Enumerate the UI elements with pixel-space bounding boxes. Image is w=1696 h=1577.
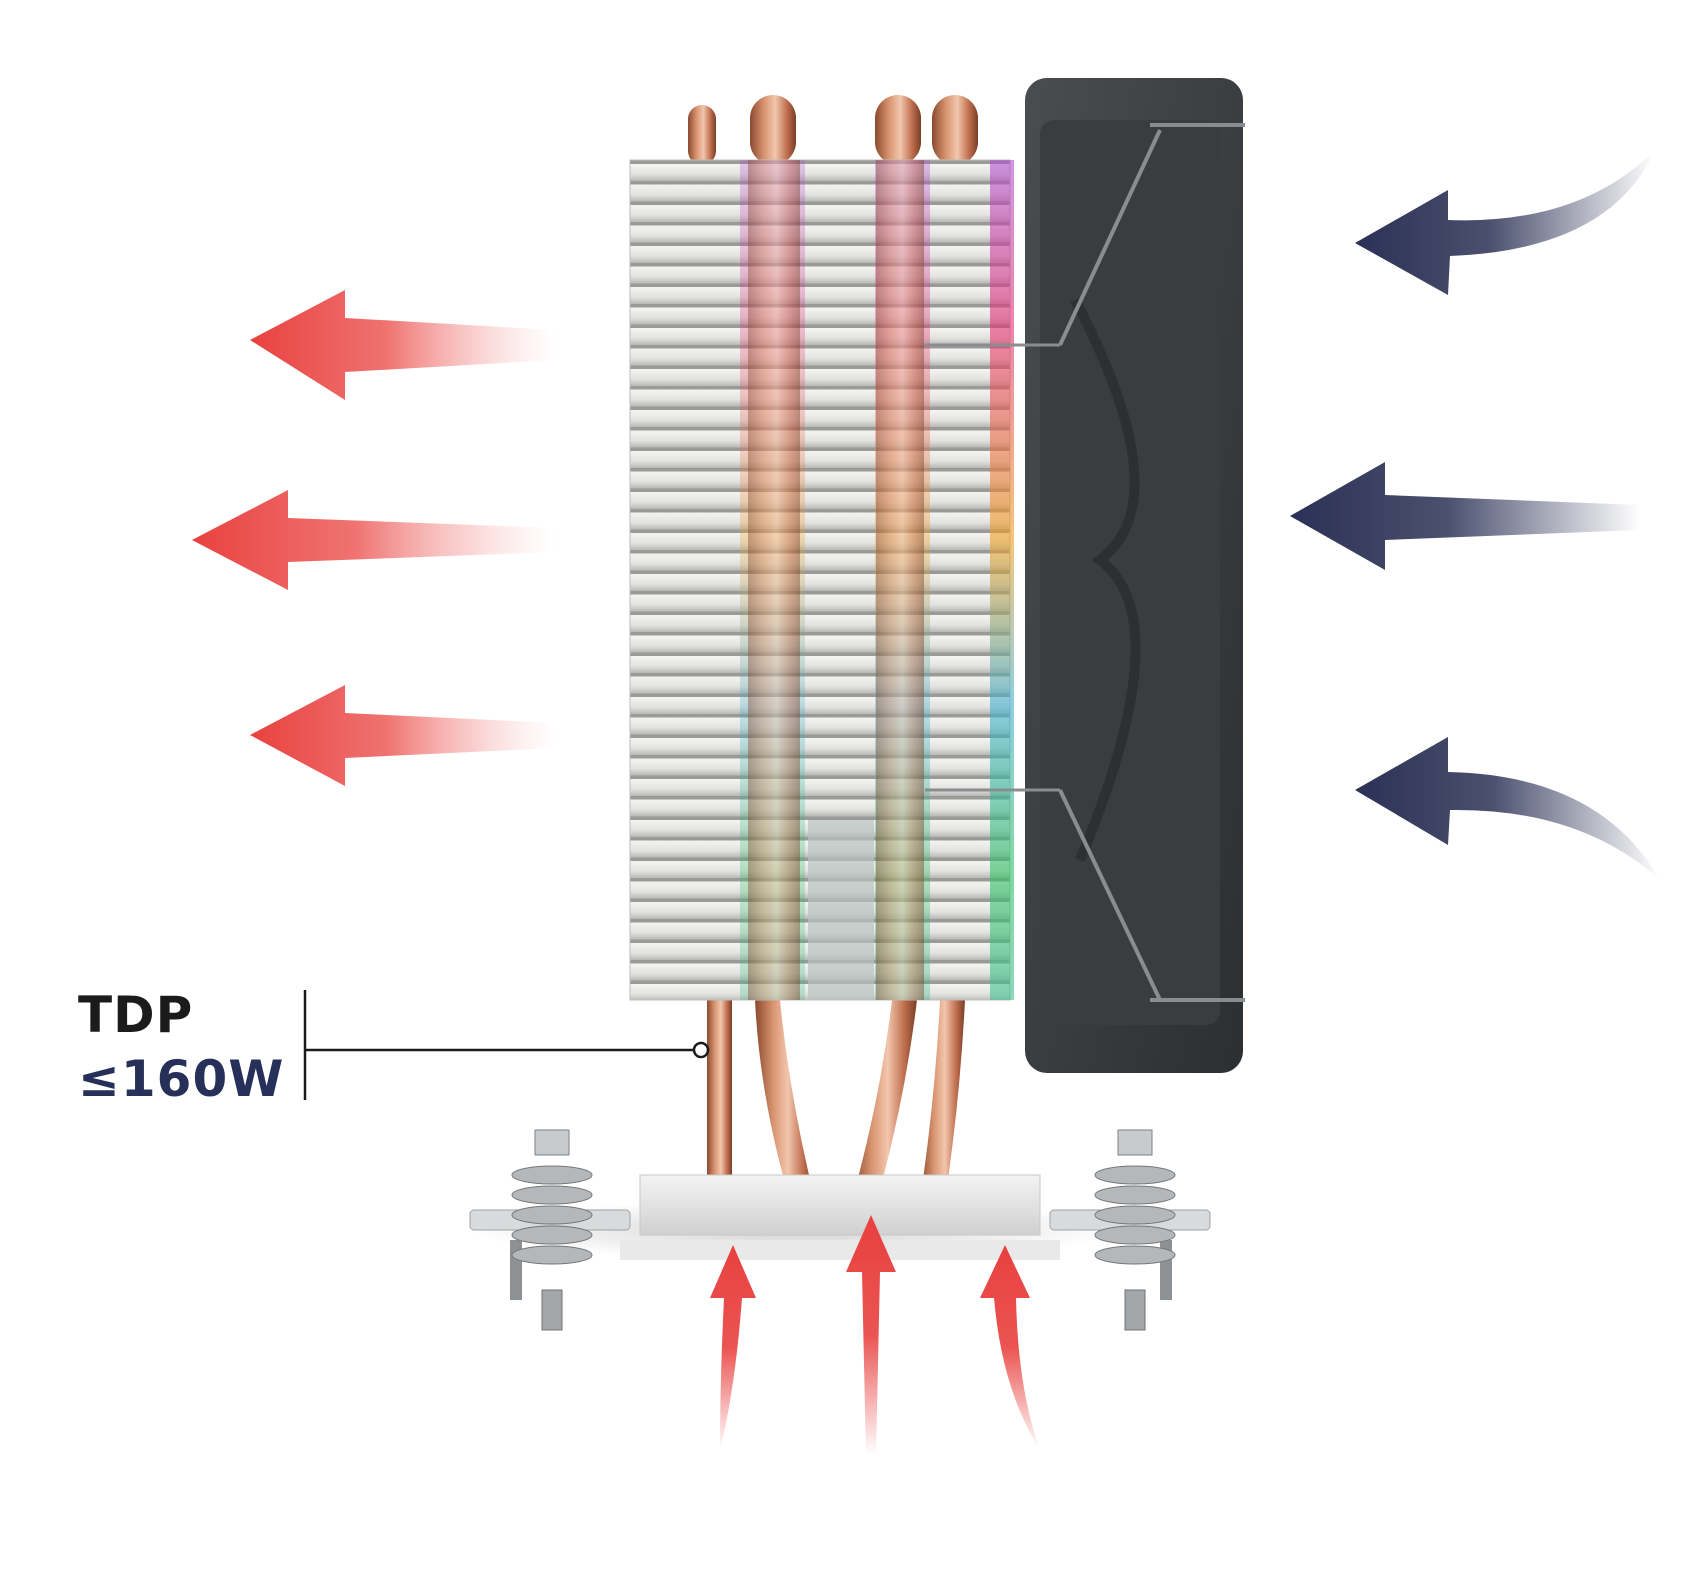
cooler-base xyxy=(469,1174,1211,1260)
exhaust-arrow xyxy=(250,290,555,400)
mounting-screw-right xyxy=(1094,1129,1176,1331)
intake-arrow xyxy=(1355,150,1655,295)
hot-air-arrows-left xyxy=(192,290,555,786)
callout-dot xyxy=(692,1041,710,1059)
tdp-title: TDP xyxy=(78,986,194,1044)
tdp-label: TDP ≤160W xyxy=(78,990,298,1104)
intake-arrow xyxy=(1355,737,1660,880)
mounting-screw-left xyxy=(510,1129,593,1331)
cool-air-arrows-right xyxy=(1290,150,1660,880)
tdp-value: ≤160W xyxy=(78,1050,285,1108)
cooling-fan xyxy=(925,78,1245,1073)
heatpipe-caps xyxy=(688,95,978,165)
exhaust-arrow xyxy=(250,685,555,786)
heat-rising-arrows xyxy=(710,1215,1040,1455)
rising-arrow xyxy=(710,1245,756,1450)
tdp-callout xyxy=(303,990,710,1100)
intake-arrow xyxy=(1290,462,1640,570)
rising-arrow xyxy=(846,1215,896,1455)
exhaust-arrow xyxy=(192,490,555,590)
fin-stack xyxy=(629,159,1014,1001)
rising-arrow xyxy=(980,1245,1040,1450)
heatpipes-lower xyxy=(707,1000,965,1200)
